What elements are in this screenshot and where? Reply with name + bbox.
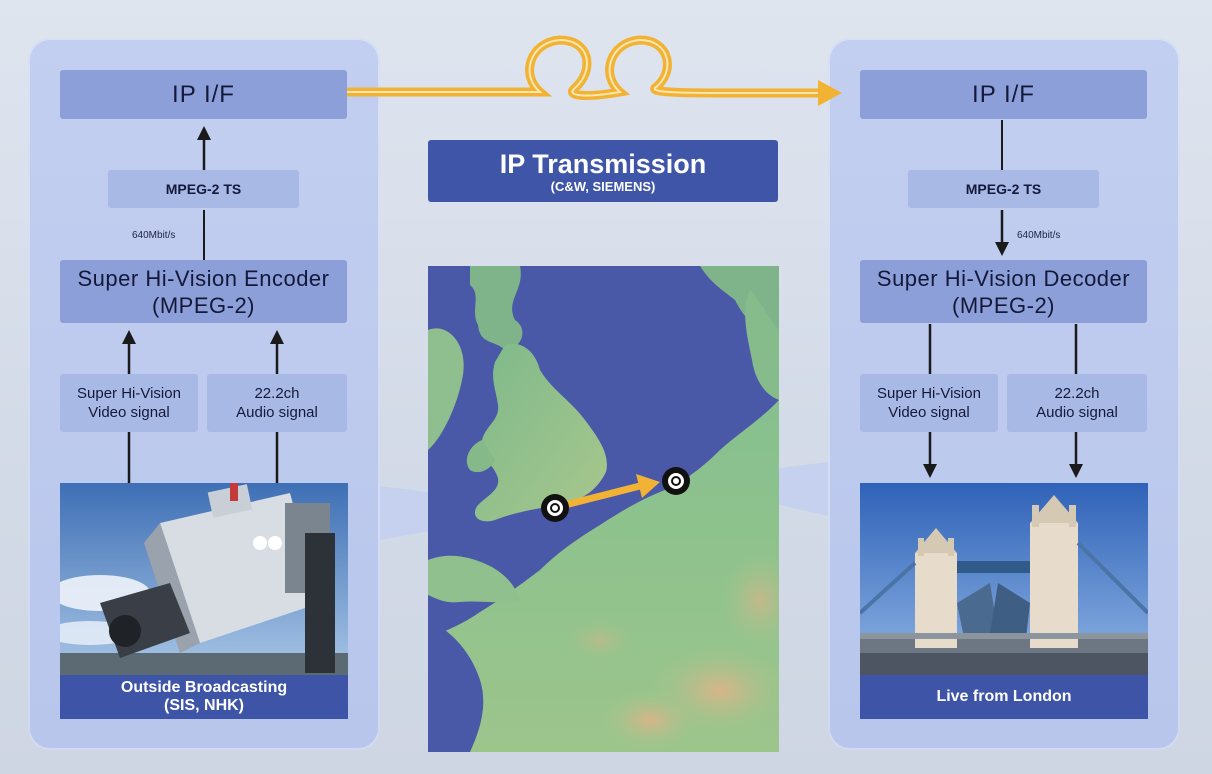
sender-audio-signal-box: 22.2ch Audio signal <box>207 374 347 432</box>
sender-bitrate-label: 640Mbit/s <box>132 230 176 241</box>
sender-ip-if-box: IP I/F <box>60 70 347 119</box>
ip-transmission-title-box: IP Transmission (C&W, SIEMENS) <box>428 140 778 202</box>
receiver-audio-line1: 22.2ch <box>1054 385 1100 402</box>
sender-video-line2: Video signal <box>88 404 170 421</box>
decoder-subtitle: (MPEG-2) <box>952 292 1055 318</box>
sender-caption-line2: (SIS, NHK) <box>164 697 244 714</box>
sender-caption-line1: Outside Broadcasting <box>120 679 288 696</box>
receiver-audio-signal-box: 22.2ch Audio signal <box>1007 374 1147 432</box>
receiver-video-signal-box: Super Hi-Vision Video signal <box>860 374 998 432</box>
decoder-box: Super Hi-Vision Decoder (MPEG-2) <box>860 260 1147 323</box>
sender-video-line1: Super Hi-Vision <box>77 385 181 402</box>
ip-transmission-subtitle: (C&W, SIEMENS) <box>550 178 656 194</box>
receiver-video-line1: Super Hi-Vision <box>877 385 981 402</box>
sender-mpeg2-ts-box: MPEG-2 TS <box>108 170 299 208</box>
receiver-bitrate-label: 640Mbit/s <box>1017 230 1061 241</box>
sender-caption: Outside Broadcasting (SIS, NHK) <box>60 675 348 719</box>
receiver-caption: Live from London <box>860 675 1148 719</box>
encoder-box: Super Hi-Vision Encoder (MPEG-2) <box>60 260 347 323</box>
tower-bridge-photo <box>860 483 1148 675</box>
receiver-video-line2: Video signal <box>888 404 970 421</box>
encoder-subtitle: (MPEG-2) <box>152 292 255 318</box>
receiver-audio-line2: Audio signal <box>1036 404 1118 421</box>
outside-broadcast-photo <box>60 483 348 675</box>
sender-audio-line1: 22.2ch <box>254 385 300 402</box>
receiver-caption-line1: Live from London <box>936 688 1072 705</box>
encoder-title: Super Hi-Vision Encoder <box>77 265 330 291</box>
sender-video-signal-box: Super Hi-Vision Video signal <box>60 374 198 432</box>
receiver-ip-if-box: IP I/F <box>860 70 1147 119</box>
receiver-mpeg2-ts-box: MPEG-2 TS <box>908 170 1099 208</box>
sender-audio-line2: Audio signal <box>236 404 318 421</box>
decoder-title: Super Hi-Vision Decoder <box>876 265 1131 291</box>
ip-transmission-title: IP Transmission <box>499 148 707 179</box>
